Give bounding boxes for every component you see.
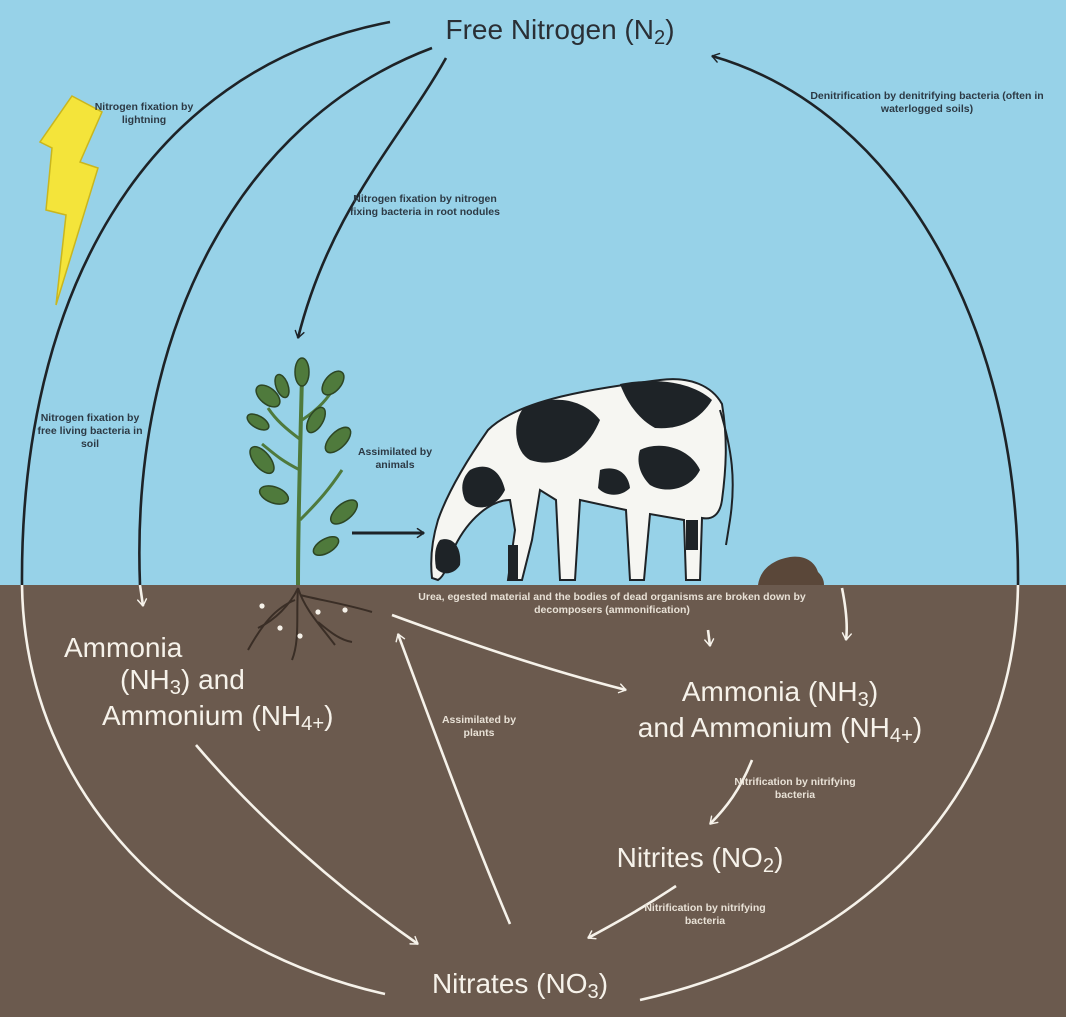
nitrites-text: Nitrites (NO [617,842,763,873]
nitrification-2-label: Nitrification by nitrifying bacteria [640,902,770,928]
nitrates-label: Nitrates (NO3) [380,968,660,1004]
ammonia-left-label: Ammonia (NH3) and Ammonium (NH4+) [56,632,416,737]
lightning-fixation-label: Nitrogen fixation by lightning [84,101,204,127]
free-nitrogen-close: ) [665,14,674,45]
assimilated-plants-label: Assimilated by plants [434,714,524,740]
free-nitrogen-text: Free Nitrogen (N [445,14,654,45]
denitrification-label: Denitrification by denitrifying bacteria… [792,90,1062,116]
assimilated-animals-label: Assimilated by animals [340,446,450,472]
free-living-label: Nitrogen fixation by free living bacteri… [30,412,150,451]
ammonia-right-line2b: ) [913,712,922,743]
ammonification-label: Urea, egested material and the bodies of… [402,591,822,617]
ammonia-right-line1a: Ammonia (NH [682,676,858,707]
nitrates-close: ) [599,968,608,999]
ammonia-right-line2: and Ammonium (NH4+) [560,712,1000,748]
ammonia-right-line1b: ) [869,676,878,707]
nitrites-sub: 2 [763,855,774,877]
ammonia-left-line2a: (NH [120,664,170,695]
free-nitrogen-sub: 2 [654,27,665,49]
ammonia-right-line1: Ammonia (NH3) [560,676,1000,712]
nitrates-text: Nitrates (NO [432,968,588,999]
ammonia-left-line1: Ammonia [56,632,416,664]
ammonia-right-line2sub: 4+ [890,725,913,747]
ammonia-right-label: Ammonia (NH3) and Ammonium (NH4+) [560,676,1000,748]
ammonia-right-line1sub: 3 [858,689,869,711]
free-nitrogen-label: Free Nitrogen (N2) [400,12,720,51]
nitrites-label: Nitrites (NO2) [560,842,840,878]
nitrites-close: ) [774,842,783,873]
ammonia-right-line2a: and Ammonium (NH [638,712,890,743]
ammonia-left-line2sub: 3 [170,677,181,699]
ammonia-left-line3sub: 4+ [301,713,324,735]
ammonia-left-line2: (NH3) and [56,664,416,700]
root-nodules-label: Nitrogen fixation by nitrogen fixing bac… [350,193,500,219]
ammonia-left-line3: Ammonium (NH4+) [56,700,416,736]
ammonia-left-line3b: ) [324,700,333,731]
nitrification-1-label: Nitrification by nitrifying bacteria [730,776,860,802]
nitrates-sub: 3 [588,981,599,1003]
ammonia-left-line3a: Ammonium (NH [102,700,301,731]
ammonia-left-line2b: ) and [181,664,245,695]
